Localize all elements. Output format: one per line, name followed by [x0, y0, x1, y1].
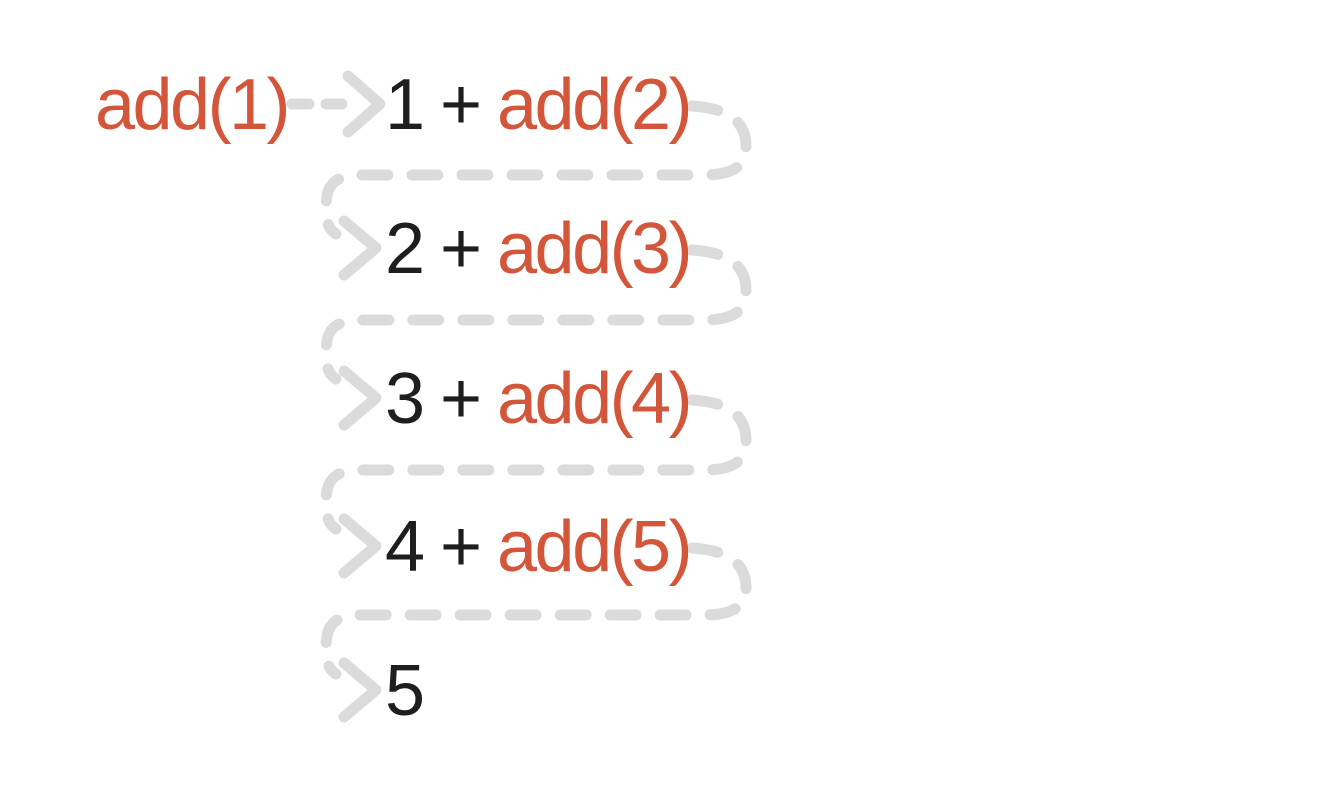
trace-step-5: 5: [385, 655, 425, 727]
step-5-literal: 5: [385, 651, 425, 731]
loop-arrowhead-3-icon: [338, 513, 382, 579]
step-4-literal: 4 +: [385, 507, 498, 587]
trace-step-4: 4 + add(5): [385, 511, 693, 583]
loop-arrow-4-icon: [320, 542, 752, 680]
loop-arrow-3-icon: [320, 394, 752, 535]
step-1-call-label: add(2): [497, 65, 693, 145]
loop-arrowhead-1-icon: [338, 215, 382, 281]
step-3-literal: 3 +: [385, 359, 498, 439]
initial-arrowhead-icon: [342, 70, 386, 138]
step-2-call-label: add(3): [497, 209, 693, 289]
step-1-literal: 1 +: [385, 65, 498, 145]
loop-arrowhead-4-icon: [338, 657, 382, 723]
trace-step-1: 1 + add(2): [385, 69, 693, 141]
trace-step-2: 2 + add(3): [385, 213, 693, 285]
loop-arrowhead-2-icon: [338, 365, 382, 431]
loop-arrow-2-icon: [320, 244, 752, 385]
step-3-call-label: add(4): [497, 359, 693, 439]
step-2-literal: 2 +: [385, 209, 498, 289]
step-4-call-label: add(5): [497, 507, 693, 587]
root-call-label: add(1): [95, 65, 291, 145]
loop-arrow-1-icon: [320, 100, 752, 240]
trace-step-3: 3 + add(4): [385, 363, 693, 435]
